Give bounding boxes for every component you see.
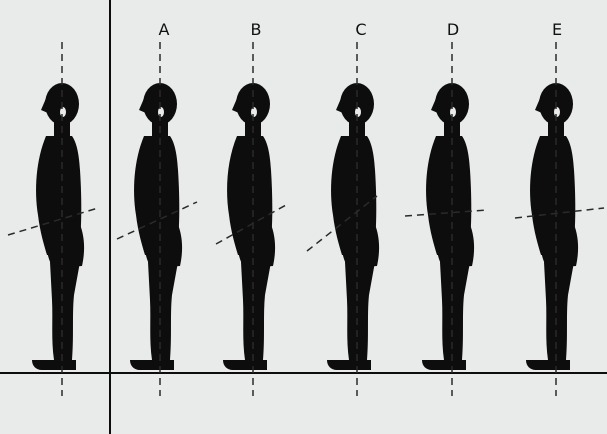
posture-label-a: A (149, 20, 179, 39)
posture-label-e: E (542, 20, 572, 39)
posture-label-b: B (241, 20, 271, 39)
posture-label-d: D (438, 20, 468, 39)
posture-label-c: C (346, 20, 376, 39)
